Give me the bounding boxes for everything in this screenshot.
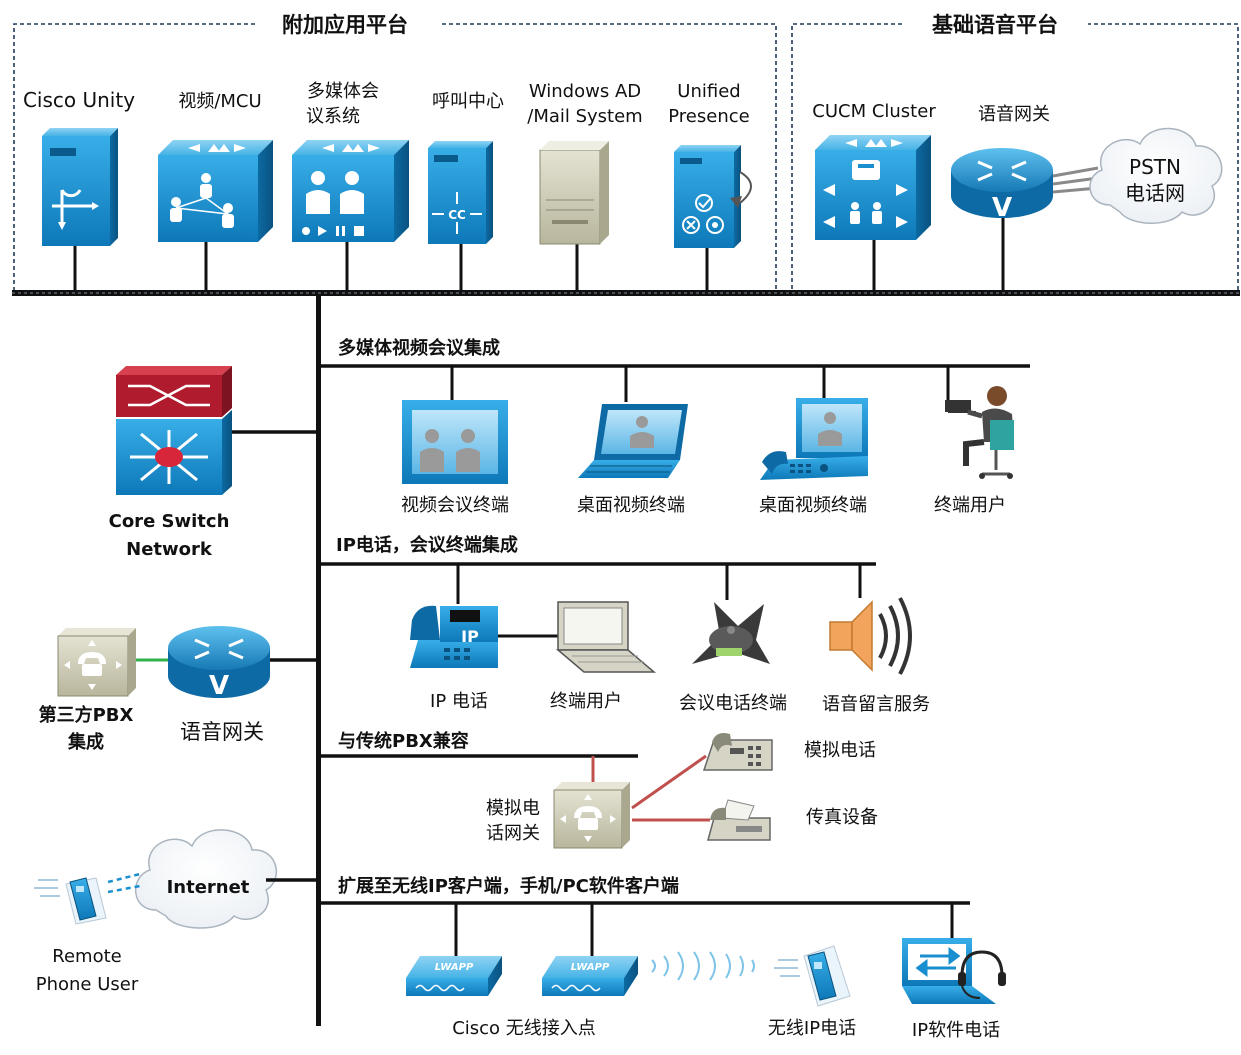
- fax-label: 传真设备: [806, 807, 878, 828]
- left-voice-gateway-icon: V: [168, 626, 270, 701]
- ip-phone-label: IP 电话: [430, 691, 488, 712]
- core-switch-icon: [116, 366, 232, 495]
- cisco-unity-server-icon: [42, 128, 118, 246]
- ip-softphone-label: IP软件电话: [912, 1020, 1000, 1041]
- analog-gateway-label-1: 模拟电: [486, 798, 540, 819]
- windows-ad-server-icon: [539, 141, 609, 245]
- analog-gateway-icon: [553, 782, 630, 849]
- presence-label-1: Unified: [677, 81, 740, 102]
- internet-cloud-icon: [134, 829, 277, 929]
- analog-phone-icon: [702, 733, 773, 771]
- core-switch-label-1: Core Switch: [109, 511, 230, 532]
- pstn-cloud-icon: [1089, 127, 1223, 224]
- svg-text:CC: CC: [448, 208, 466, 222]
- ap-1-lwapp-label: LWAPP: [435, 962, 474, 973]
- pbx-section-title: 与传统PBX兼容: [338, 730, 469, 752]
- pstn-label-2: 电话网: [1125, 181, 1185, 205]
- ap-2-lwapp-label: LWAPP: [571, 962, 610, 973]
- end-user-person-icon: [945, 386, 1014, 479]
- svg-text:V: V: [209, 671, 229, 701]
- remote-user-label-1: Remote: [52, 946, 121, 967]
- callcenter-label: 呼叫中心: [432, 91, 504, 112]
- cucm-label: CUCM Cluster: [812, 101, 936, 122]
- main-trunk: [316, 294, 321, 1026]
- app-platform-title: 附加应用平台: [282, 13, 408, 37]
- winad-label-2: /Mail System: [527, 106, 642, 127]
- ip-softphone-laptop-icon: [902, 938, 1006, 1004]
- video-conference-terminal-icon: [402, 400, 508, 484]
- presence-label-2: Presence: [668, 106, 749, 127]
- wireless-section-title: 扩展至无线IP客户端，手机/PC软件客户端: [338, 875, 679, 897]
- multimedia-conference-icon: [292, 140, 409, 242]
- svg-text:IP: IP: [461, 627, 479, 646]
- internet-label: Internet: [167, 877, 250, 898]
- conference-phone-label: 会议电话终端: [679, 693, 787, 714]
- third-party-pbx-label-2: 集成: [67, 731, 104, 753]
- ap-label: Cisco 无线接入点: [452, 1018, 596, 1039]
- server-drop-lines: [73, 218, 1005, 292]
- ip-end-user-label: 终端用户: [550, 691, 622, 712]
- multimedia-label-2: 议系统: [306, 106, 360, 127]
- end-user-laptop-icon: [555, 601, 657, 673]
- left-voice-gateway-label: 语音网关: [180, 720, 264, 744]
- wireless-ip-phone-label: 无线IP电话: [768, 1018, 856, 1039]
- voice-platform-title: 基础语音平台: [932, 13, 1058, 37]
- third-party-pbx-label-1: 第三方PBX: [39, 704, 134, 726]
- analog-phone-label: 模拟电话: [804, 740, 876, 761]
- remote-wireless-phone-icon: [34, 877, 107, 925]
- wireless-signal-waves: [651, 951, 755, 981]
- desktop-video-label-2: 桌面视频终端: [759, 495, 867, 516]
- svg-text:V: V: [992, 193, 1012, 223]
- voicemail-speaker-icon: [829, 597, 912, 675]
- wireless-ap-1-icon: LWAPP: [406, 956, 502, 996]
- mcu-label: 视频/MCU: [178, 91, 261, 112]
- vc-terminal-label: 视频会议终端: [401, 495, 509, 516]
- analog-gateway-label-2: 话网关: [486, 823, 540, 844]
- video-end-user-label: 终端用户: [934, 495, 1006, 516]
- conference-phone-icon: [692, 602, 770, 664]
- desktop-video-label-1: 桌面视频终端: [577, 495, 685, 516]
- cucm-cluster-icon: [815, 135, 931, 240]
- multimedia-label-1: 多媒体会: [307, 81, 379, 102]
- third-party-pbx-icon: [57, 628, 136, 697]
- desktop-video-phone-icon: [760, 398, 868, 480]
- mcu-cube-icon: [158, 140, 273, 242]
- ip-section-title: IP电话，会议终端集成: [336, 534, 518, 556]
- voice-gateway-router-icon: V: [951, 148, 1053, 223]
- desktop-video-laptop-icon: [578, 404, 688, 478]
- wireless-ap-2-icon: LWAPP: [542, 956, 638, 996]
- ip-phone-icon: IP: [410, 605, 498, 668]
- fax-device-icon: [707, 799, 771, 841]
- pstn-label-1: PSTN: [1129, 155, 1181, 179]
- call-center-server-icon: CC: [428, 141, 493, 244]
- voicemail-label: 语音留言服务: [822, 694, 930, 715]
- remote-user-label-2: Phone User: [36, 974, 139, 995]
- winad-label-1: Windows AD: [529, 81, 641, 102]
- voice-platform-frame: [791, 23, 1239, 293]
- wireless-ip-phone-icon: [774, 945, 851, 1007]
- unified-presence-server-icon: [674, 145, 752, 248]
- unity-label: Cisco Unity: [23, 88, 135, 112]
- core-switch-label-2: Network: [126, 539, 213, 560]
- video-section-title: 多媒体视频会议集成: [338, 337, 500, 359]
- voice-gateway-label: 语音网关: [978, 104, 1050, 125]
